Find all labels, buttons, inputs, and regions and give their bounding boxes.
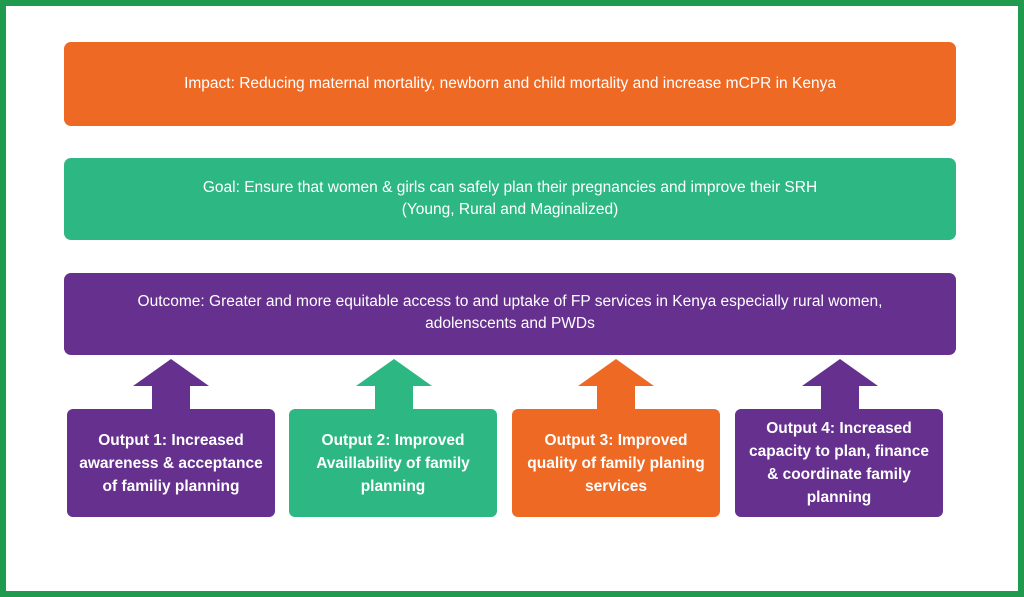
- outcome-bar: Outcome: Greater and more equitable acce…: [64, 273, 956, 355]
- output-2-text: Output 2: Improved Availlability of fami…: [316, 431, 470, 495]
- output-1-box: Output 1: Increased awareness & acceptan…: [67, 409, 275, 517]
- output-3-box: Output 3: Improved quality of family pla…: [512, 409, 720, 517]
- impact-text: Impact: Reducing maternal mortality, new…: [184, 75, 836, 92]
- output-2-box: Output 2: Improved Availlability of fami…: [289, 409, 497, 517]
- goal-bar: Goal: Ensure that women & girls can safe…: [64, 158, 956, 240]
- outcome-text: Outcome: Greater and more equitable acce…: [137, 293, 883, 332]
- up-arrow-output-1: [133, 359, 209, 409]
- up-arrow-output-4: [802, 359, 878, 409]
- impact-bar: Impact: Reducing maternal mortality, new…: [64, 42, 956, 126]
- output-4-text: Output 4: Increased capacity to plan, fi…: [748, 420, 930, 506]
- goal-text: Goal: Ensure that women & girls can safe…: [202, 179, 818, 218]
- up-arrow-output-3: [578, 359, 654, 409]
- output-3-text: Output 3: Improved quality of family pla…: [527, 431, 705, 495]
- up-arrow-output-2: [356, 359, 432, 409]
- output-1-text: Output 1: Increased awareness & acceptan…: [79, 431, 263, 495]
- output-4-box: Output 4: Increased capacity to plan, fi…: [735, 409, 943, 517]
